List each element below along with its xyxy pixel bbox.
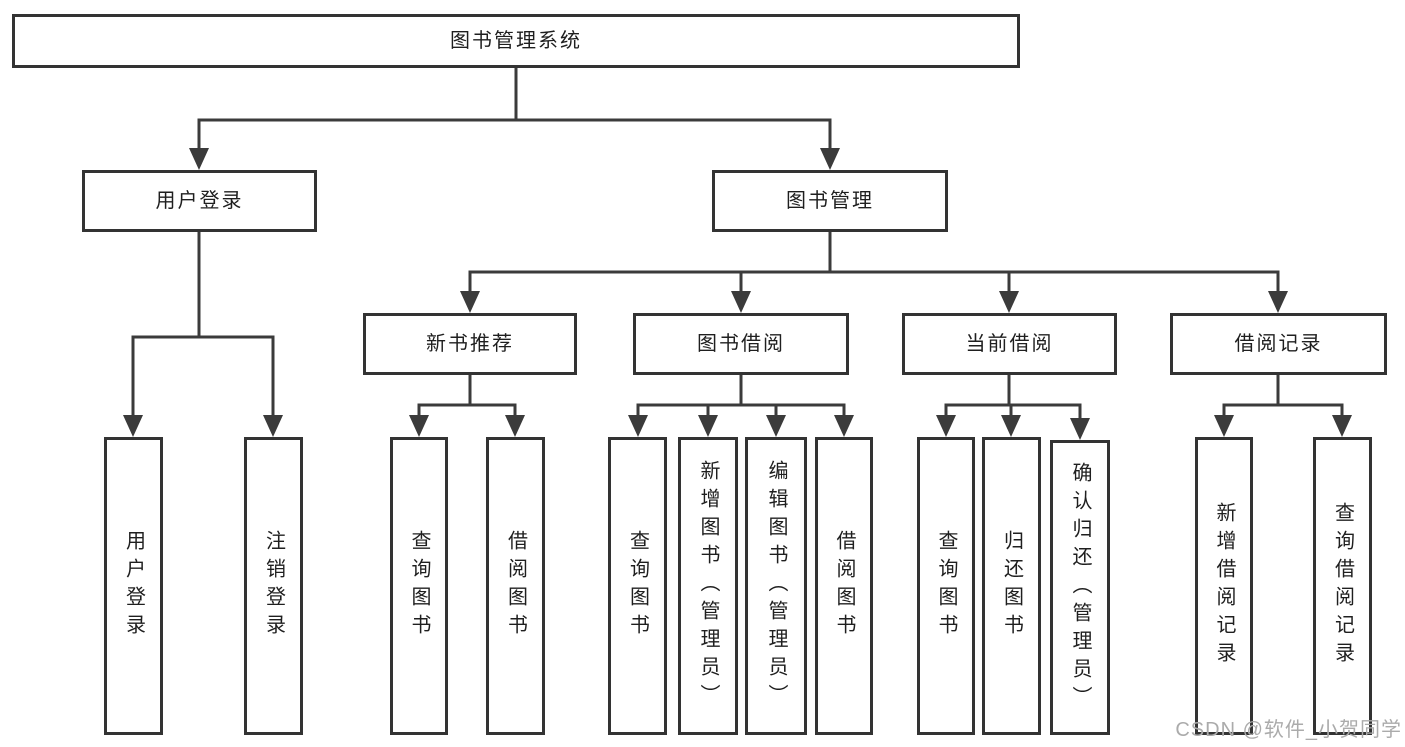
leaf-query-borrow-record-label: 查询借阅记录 — [1331, 502, 1354, 670]
leaf-query-books-borrowing: 查询图书 — [608, 437, 667, 735]
node-book-management-label: 图书管理 — [786, 190, 874, 212]
arrowheads — [123, 148, 1352, 440]
leaf-logout-label: 注销登录 — [262, 530, 285, 642]
node-book-borrowing: 图书借阅 — [633, 313, 849, 375]
node-new-book-recommend: 新书推荐 — [363, 313, 577, 375]
leaf-query-books-recommend-label: 查询图书 — [408, 530, 430, 642]
node-user-login-label: 用户登录 — [155, 190, 244, 212]
leaf-query-books-borrowing-label: 查询图书 — [626, 530, 649, 642]
leaf-add-borrow-record: 新增借阅记录 — [1195, 437, 1253, 735]
leaf-borrow-books-recommend: 借阅图书 — [486, 437, 545, 735]
node-current-borrowing: 当前借阅 — [902, 313, 1117, 375]
leaf-borrow-books-borrowing-label: 借阅图书 — [833, 530, 855, 642]
leaf-return-books-label: 归还图书 — [1000, 530, 1023, 642]
node-borrowing-records: 借阅记录 — [1170, 313, 1387, 375]
leaf-logout: 注销登录 — [244, 437, 303, 735]
node-root-label: 图书管理系统 — [450, 30, 582, 52]
leaf-edit-books-admin: 编辑图书（管理员） — [745, 437, 807, 735]
node-new-book-recommend-label: 新书推荐 — [426, 333, 514, 355]
leaf-add-borrow-record-label: 新增借阅记录 — [1213, 502, 1235, 670]
leaf-query-books-recommend: 查询图书 — [390, 437, 448, 735]
node-book-management: 图书管理 — [712, 170, 948, 232]
leaf-add-books-admin-label: 新增图书（管理员） — [697, 460, 719, 712]
leaf-query-books-current: 查询图书 — [917, 437, 975, 735]
node-root: 图书管理系统 — [12, 14, 1020, 68]
leaf-edit-books-admin-label: 编辑图书（管理员） — [765, 460, 787, 712]
csdn-watermark: CSDN @软件_小贺同学 — [1175, 719, 1402, 741]
leaf-confirm-return-admin-label: 确认归还（管理员） — [1069, 461, 1091, 714]
leaf-borrow-books-recommend-label: 借阅图书 — [504, 530, 527, 642]
node-book-borrowing-label: 图书借阅 — [697, 333, 785, 355]
leaf-return-books: 归还图书 — [982, 437, 1041, 735]
leaf-query-borrow-record: 查询借阅记录 — [1313, 437, 1372, 735]
leaf-confirm-return-admin: 确认归还（管理员） — [1050, 440, 1110, 735]
leaf-query-books-current-label: 查询图书 — [935, 530, 957, 642]
leaf-borrow-books-borrowing: 借阅图书 — [815, 437, 873, 735]
node-user-login: 用户登录 — [82, 170, 317, 232]
node-borrowing-records-label: 借阅记录 — [1234, 333, 1323, 355]
leaf-user-login: 用户登录 — [104, 437, 163, 735]
leaf-add-books-admin: 新增图书（管理员） — [678, 437, 738, 735]
leaf-user-login-label: 用户登录 — [122, 530, 145, 642]
node-current-borrowing-label: 当前借阅 — [965, 333, 1054, 355]
